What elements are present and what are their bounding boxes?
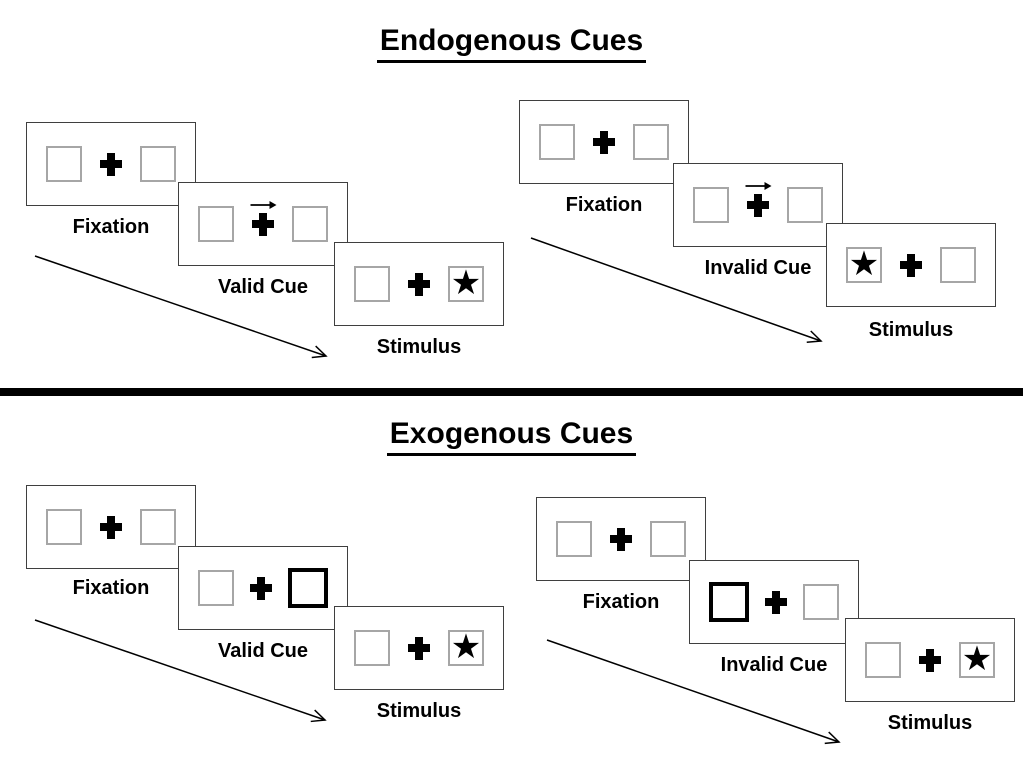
right-box: [140, 509, 176, 545]
endogenous-valid-stimulus-panel: ★: [334, 242, 504, 326]
left-box: [354, 630, 390, 666]
star-icon: ★: [450, 262, 482, 303]
right-box-with-target: ★: [448, 630, 484, 666]
right-box: [292, 206, 328, 242]
right-box: [140, 146, 176, 182]
right-box: [650, 521, 686, 557]
endogenous-invalid-fixation-panel: [519, 100, 689, 184]
step-label-stimulus: Stimulus: [376, 700, 462, 722]
timeline-arrow-endogenous-invalid: [530, 237, 823, 344]
left-box: [198, 206, 234, 242]
plus-icon: [250, 576, 272, 600]
left-box: [693, 187, 729, 223]
left-box: [46, 509, 82, 545]
plus-icon: [100, 152, 122, 176]
left-box-with-target: ★: [846, 247, 882, 283]
left-box: [556, 521, 592, 557]
exogenous-valid-stimulus-panel: ★: [334, 606, 504, 690]
fixation-cross: [250, 576, 272, 600]
step-label-valid-cue: Valid Cue: [217, 276, 309, 298]
left-box: [354, 266, 390, 302]
left-box: [865, 642, 901, 678]
step-label-invalid-cue: Invalid Cue: [704, 257, 812, 279]
right-box-with-target: ★: [448, 266, 484, 302]
exogenous-section-title-row: Exogenous Cues: [0, 417, 1023, 456]
fixation-cross: [593, 130, 615, 154]
plus-icon: [408, 272, 430, 296]
fixation-cross: [408, 636, 430, 660]
fixation-cross: [408, 272, 430, 296]
fixation-cross: [100, 152, 122, 176]
plus-icon: [100, 515, 122, 539]
cue-arrow-right-icon: [250, 200, 277, 209]
timeline-arrow-endogenous-valid: [34, 255, 328, 359]
exogenous-valid-cue-panel: [178, 546, 348, 630]
star-icon: ★: [961, 638, 993, 679]
right-box: [787, 187, 823, 223]
cue-arrow-right-icon: [745, 181, 772, 190]
plus-icon: [610, 527, 632, 551]
left-box-highlighted-cue: [709, 582, 749, 622]
plus-icon: [252, 212, 274, 236]
plus-icon: [765, 590, 787, 614]
right-box: [940, 247, 976, 283]
plus-icon: [900, 253, 922, 277]
endogenous-section-title-row: Endogenous Cues: [0, 24, 1023, 63]
star-icon: ★: [450, 626, 482, 667]
plus-icon: [919, 648, 941, 672]
endogenous-valid-cue-panel: [178, 182, 348, 266]
fixation-cross: [765, 590, 787, 614]
right-box-highlighted-cue: [288, 568, 328, 608]
endogenous-invalid-cue-panel: [673, 163, 843, 247]
fixation-cross: [100, 515, 122, 539]
step-label-fixation: Fixation: [582, 591, 660, 613]
step-label-invalid-cue: Invalid Cue: [720, 654, 828, 676]
right-box-with-target: ★: [959, 642, 995, 678]
right-box: [803, 584, 839, 620]
fixation-cross: [919, 648, 941, 672]
endogenous-section-title: Endogenous Cues: [376, 24, 647, 63]
left-box: [46, 146, 82, 182]
exogenous-valid-fixation-panel: [26, 485, 196, 569]
step-label-stimulus: Stimulus: [887, 712, 973, 734]
step-label-fixation: Fixation: [72, 577, 150, 599]
exogenous-invalid-stimulus-panel: ★: [845, 618, 1015, 702]
plus-icon: [408, 636, 430, 660]
step-label-stimulus: Stimulus: [376, 336, 462, 358]
fixation-cross: [250, 200, 277, 236]
fixation-cross: [900, 253, 922, 277]
left-box: [539, 124, 575, 160]
step-label-fixation: Fixation: [72, 216, 150, 238]
step-label-stimulus: Stimulus: [868, 319, 954, 341]
left-box: [198, 570, 234, 606]
endogenous-invalid-stimulus-panel: ★: [826, 223, 996, 307]
exogenous-section-title: Exogenous Cues: [386, 417, 637, 456]
endogenous-valid-fixation-panel: [26, 122, 196, 206]
plus-icon: [593, 130, 615, 154]
section-divider: [0, 388, 1023, 396]
star-icon: ★: [848, 243, 880, 284]
plus-icon: [747, 193, 769, 217]
exogenous-invalid-cue-panel: [689, 560, 859, 644]
fixation-cross: [745, 181, 772, 217]
step-label-fixation: Fixation: [565, 194, 643, 216]
right-box: [633, 124, 669, 160]
step-label-valid-cue: Valid Cue: [217, 640, 309, 662]
fixation-cross: [610, 527, 632, 551]
timeline-arrow-exogenous-valid: [34, 619, 327, 723]
exogenous-invalid-fixation-panel: [536, 497, 706, 581]
